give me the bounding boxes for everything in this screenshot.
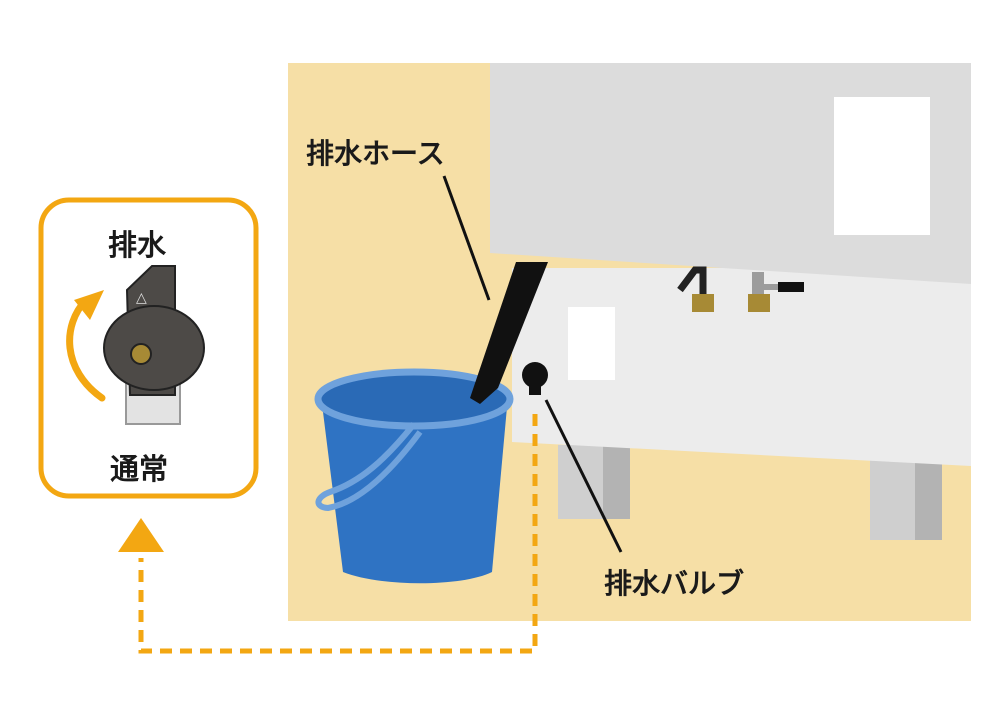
drain-valve-stem <box>529 385 541 395</box>
pipe-right-cap <box>778 282 804 292</box>
rotate-arrow-icon <box>74 290 104 320</box>
bucket-handle <box>315 422 423 512</box>
lever-hub <box>130 343 152 365</box>
bucket-body <box>322 396 508 584</box>
drain-valve-knob <box>522 362 548 388</box>
fitting-right <box>748 294 770 312</box>
drain-valve-label: 排水バルブ <box>604 567 745 600</box>
leg-right-front <box>915 460 942 540</box>
drain-hose-label: 排水ホース <box>306 137 445 170</box>
base-label-plate <box>568 307 615 380</box>
tank-label-plate <box>834 97 930 235</box>
lever-drain-label: 排水 <box>108 228 167 262</box>
leg-left-front <box>603 445 630 519</box>
fitting-left <box>692 294 714 312</box>
hose-leader-line <box>442 175 491 301</box>
pipe-left <box>677 266 707 295</box>
arrow-up-icon <box>118 518 164 552</box>
rotate-arrow-curve <box>66 296 106 402</box>
pipe-right-arm <box>764 284 778 290</box>
machine-base <box>512 268 971 466</box>
pipe-right <box>752 272 764 296</box>
lever-disk <box>103 305 205 391</box>
lever-mark-icon: △ <box>136 290 147 306</box>
drain-hose <box>470 262 548 404</box>
valve-leader-line <box>544 399 623 553</box>
lever-normal-label: 通常 <box>110 452 169 486</box>
